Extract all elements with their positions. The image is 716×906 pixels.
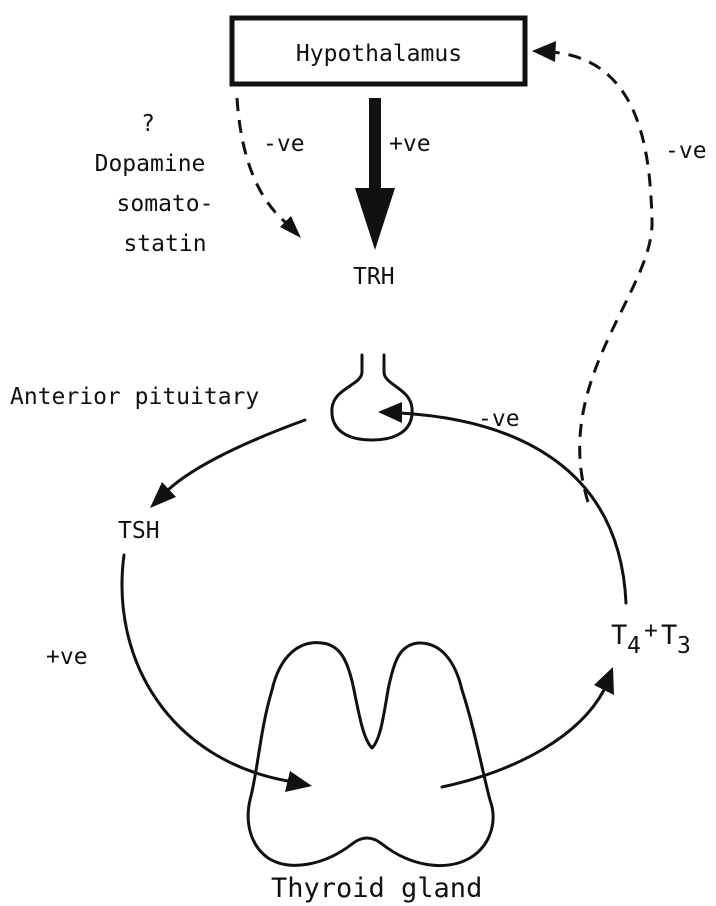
pituitary-label: Anterior pituitary [10, 384, 259, 410]
hormones-plus: + [644, 618, 658, 644]
hormones-to-pituitary-line [400, 413, 626, 603]
pituitary-to-tsh-line [168, 420, 305, 490]
inhibitor-dashed-line [237, 98, 290, 226]
t3-subscript: 3 [677, 633, 691, 659]
inhibitor-somato: somato- [117, 191, 214, 217]
hypothalamus-label: Hypothalamus [296, 41, 462, 67]
inhibitor-dashed-arrow [237, 98, 301, 238]
inhibitor-statin: statin [123, 231, 206, 257]
feedback-hypothalamus-effect: -ve [665, 138, 707, 164]
t3-letter: T [661, 620, 677, 651]
question-mark: ? [141, 111, 155, 137]
feedback-arrowhead [532, 41, 556, 62]
hypothalamus-box: Hypothalamus [232, 18, 525, 84]
hormones-to-pituitary-arrow [378, 402, 626, 603]
thick-arrow-shaft [369, 98, 381, 194]
tsh-to-thyroid-line [122, 555, 288, 781]
t4-letter: T [611, 620, 627, 651]
tsh-effect-label: +ve [46, 644, 88, 670]
pituitary-to-tsh-arrow [150, 420, 305, 508]
tsh-to-thyroid-arrow [122, 555, 312, 792]
inhibitor-effect-label: -ve [263, 131, 305, 157]
trh-effect-label: +ve [389, 131, 431, 157]
hormones-label: T 4 + T 3 [611, 618, 691, 659]
thyroid-icon [248, 643, 493, 866]
feedback-dashed-line [552, 52, 652, 502]
thick-arrowhead [355, 188, 395, 250]
thyroid-label: Thyroid gland [271, 873, 482, 904]
pituitary-icon [332, 355, 412, 440]
pituitary-feedback-effect: -ve [478, 406, 520, 432]
hypothalamus-to-trh-arrow [355, 98, 395, 250]
trh-label: TRH [353, 264, 395, 290]
inhibitor-dopamine: Dopamine [95, 151, 206, 177]
feedback-to-hypothalamus-arrow [532, 41, 652, 502]
tsh-label: TSH [118, 518, 160, 544]
tsh-to-thyroid-arrowhead [285, 771, 312, 792]
t4-subscript: 4 [627, 633, 641, 659]
hormones-to-pituitary-arrowhead [378, 402, 402, 423]
thyroid-to-hormones-arrow [442, 667, 614, 787]
